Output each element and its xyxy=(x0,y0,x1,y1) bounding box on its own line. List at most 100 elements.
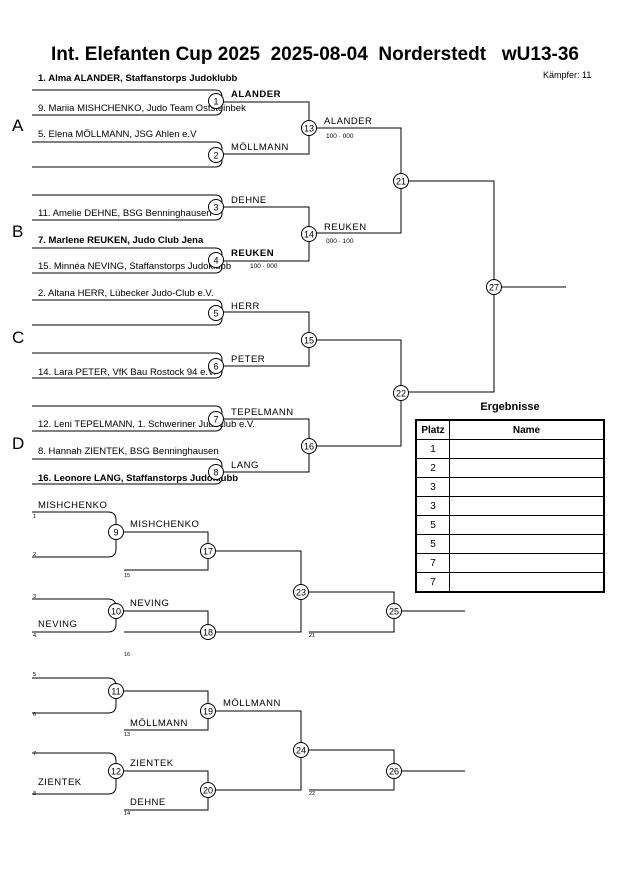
reference-number: 2 xyxy=(33,552,36,558)
winner-label: PETER xyxy=(231,354,265,365)
results-row: 3 xyxy=(417,477,603,497)
reference-number: 6 xyxy=(33,712,36,718)
results-place: 7 xyxy=(417,553,450,573)
winner-label: LANG xyxy=(231,460,259,471)
match-number: 3 xyxy=(213,203,218,213)
match-number: 2 xyxy=(213,151,218,161)
match-number: 20 xyxy=(203,786,213,796)
entry-label: 12. Leni TEPELMANN, 1. Schweriner Judocl… xyxy=(38,419,255,430)
match-number: 26 xyxy=(389,767,399,777)
bracket-line xyxy=(309,127,402,234)
match-number-circle xyxy=(301,120,317,136)
page-title: Int. Elefanten Cup 2025 2025-08-04 Norde… xyxy=(51,44,579,65)
entry-label: 7. Marlene REUKEN, Judo Club Jena xyxy=(38,235,204,246)
winner-label: REUKEN xyxy=(324,222,367,233)
match-number: 18 xyxy=(203,628,213,638)
match-number: 11 xyxy=(111,687,120,697)
match-number: 16 xyxy=(304,442,314,452)
entry-label: 9. Mariia MISHCHENKO, Judo Team Oststein… xyxy=(38,103,246,114)
match-number-circle xyxy=(293,742,309,758)
results-place: 1 xyxy=(417,439,450,459)
reference-number: 21 xyxy=(309,633,315,639)
results-place: 7 xyxy=(417,572,450,591)
pool-letter: A xyxy=(12,116,24,135)
bracket-line xyxy=(32,141,223,168)
match-number-circle xyxy=(301,438,317,454)
bracket-line xyxy=(301,591,395,633)
reference-number: 4 xyxy=(33,633,36,639)
reference-number: 15 xyxy=(124,573,130,579)
bracket-line xyxy=(32,299,223,326)
match-number-circle xyxy=(386,603,402,619)
match-number-circle xyxy=(108,683,124,699)
match-number-circle xyxy=(208,93,224,109)
match-number: 4 xyxy=(213,256,218,266)
match-number: 10 xyxy=(111,607,121,617)
results-title: Ergebnisse xyxy=(480,401,540,413)
pool-letter: C xyxy=(12,328,24,347)
match-number-circle xyxy=(108,763,124,779)
match-number: 25 xyxy=(389,607,399,617)
reference-number: 8 xyxy=(33,791,36,797)
entry-label: 5. Elena MÖLLMANN, JSG Ahlen e.V xyxy=(38,129,197,140)
results-header-name: Name xyxy=(449,421,603,440)
winner-label: HERR xyxy=(231,301,260,312)
bracket-line xyxy=(208,710,302,791)
reference-number: 5 xyxy=(33,672,36,678)
results-place: 5 xyxy=(417,515,450,535)
reference-number: 3 xyxy=(33,594,36,600)
match-number: 1 xyxy=(213,97,218,107)
results-row: 3 xyxy=(417,496,603,516)
match-number: 24 xyxy=(296,746,306,756)
score-label: 100 · 000 xyxy=(326,133,354,140)
results-row: 2 xyxy=(417,458,603,478)
repechage-label: NEVING xyxy=(38,619,77,630)
results-row: 5 xyxy=(417,534,603,554)
match-number: 19 xyxy=(203,707,213,717)
match-number: 17 xyxy=(203,547,213,557)
results-header-place: Platz xyxy=(417,421,450,440)
match-number-circle xyxy=(108,524,124,540)
repechage-label: DEHNE xyxy=(130,797,166,808)
results-place: 2 xyxy=(417,458,450,478)
match-number: 15 xyxy=(304,336,314,346)
match-number-circle xyxy=(200,782,216,798)
match-number-circle xyxy=(301,226,317,242)
results-name xyxy=(449,515,603,535)
entry-label: 14. Lara PETER, VfK Bau Rostock 94 e.V. xyxy=(38,367,216,378)
match-number: 21 xyxy=(396,177,406,187)
bracket-line xyxy=(401,180,495,393)
results-name xyxy=(449,534,603,554)
match-number-circle xyxy=(486,279,502,295)
reference-number: 16 xyxy=(124,652,130,658)
results-place: 5 xyxy=(417,534,450,554)
match-number-circle xyxy=(293,584,309,600)
results-row: 5 xyxy=(417,515,603,535)
reference-number: 7 xyxy=(33,751,36,757)
bracket-line xyxy=(116,610,209,633)
match-number: 5 xyxy=(213,309,218,319)
match-number-circle xyxy=(200,624,216,640)
match-number-circle xyxy=(208,252,224,268)
match-number: 8 xyxy=(213,468,218,478)
score-label: 000 · 100 xyxy=(326,238,354,245)
results-row: 7 xyxy=(417,572,603,591)
entry-label: 1. Alma ALANDER, Staffanstorps Judoklubb xyxy=(38,73,238,84)
repechage-label: ZIENTEK xyxy=(38,777,82,788)
match-number-circle xyxy=(386,763,402,779)
repechage-label: MÖLLMANN xyxy=(130,718,188,729)
match-number: 27 xyxy=(489,283,499,293)
repechage-label: MISHCHENKO xyxy=(130,519,199,530)
match-number-circle xyxy=(208,411,224,427)
score-label: 100 · 000 xyxy=(250,263,278,270)
match-number-circle xyxy=(208,305,224,321)
match-number: 9 xyxy=(113,528,118,538)
match-number-circle xyxy=(200,703,216,719)
pool-letter: B xyxy=(12,222,23,241)
winner-label: MÖLLMANN xyxy=(231,142,289,153)
results-row: 7 xyxy=(417,553,603,573)
results-name xyxy=(449,439,603,459)
repechage-winner-label: MÖLLMANN xyxy=(223,698,281,709)
